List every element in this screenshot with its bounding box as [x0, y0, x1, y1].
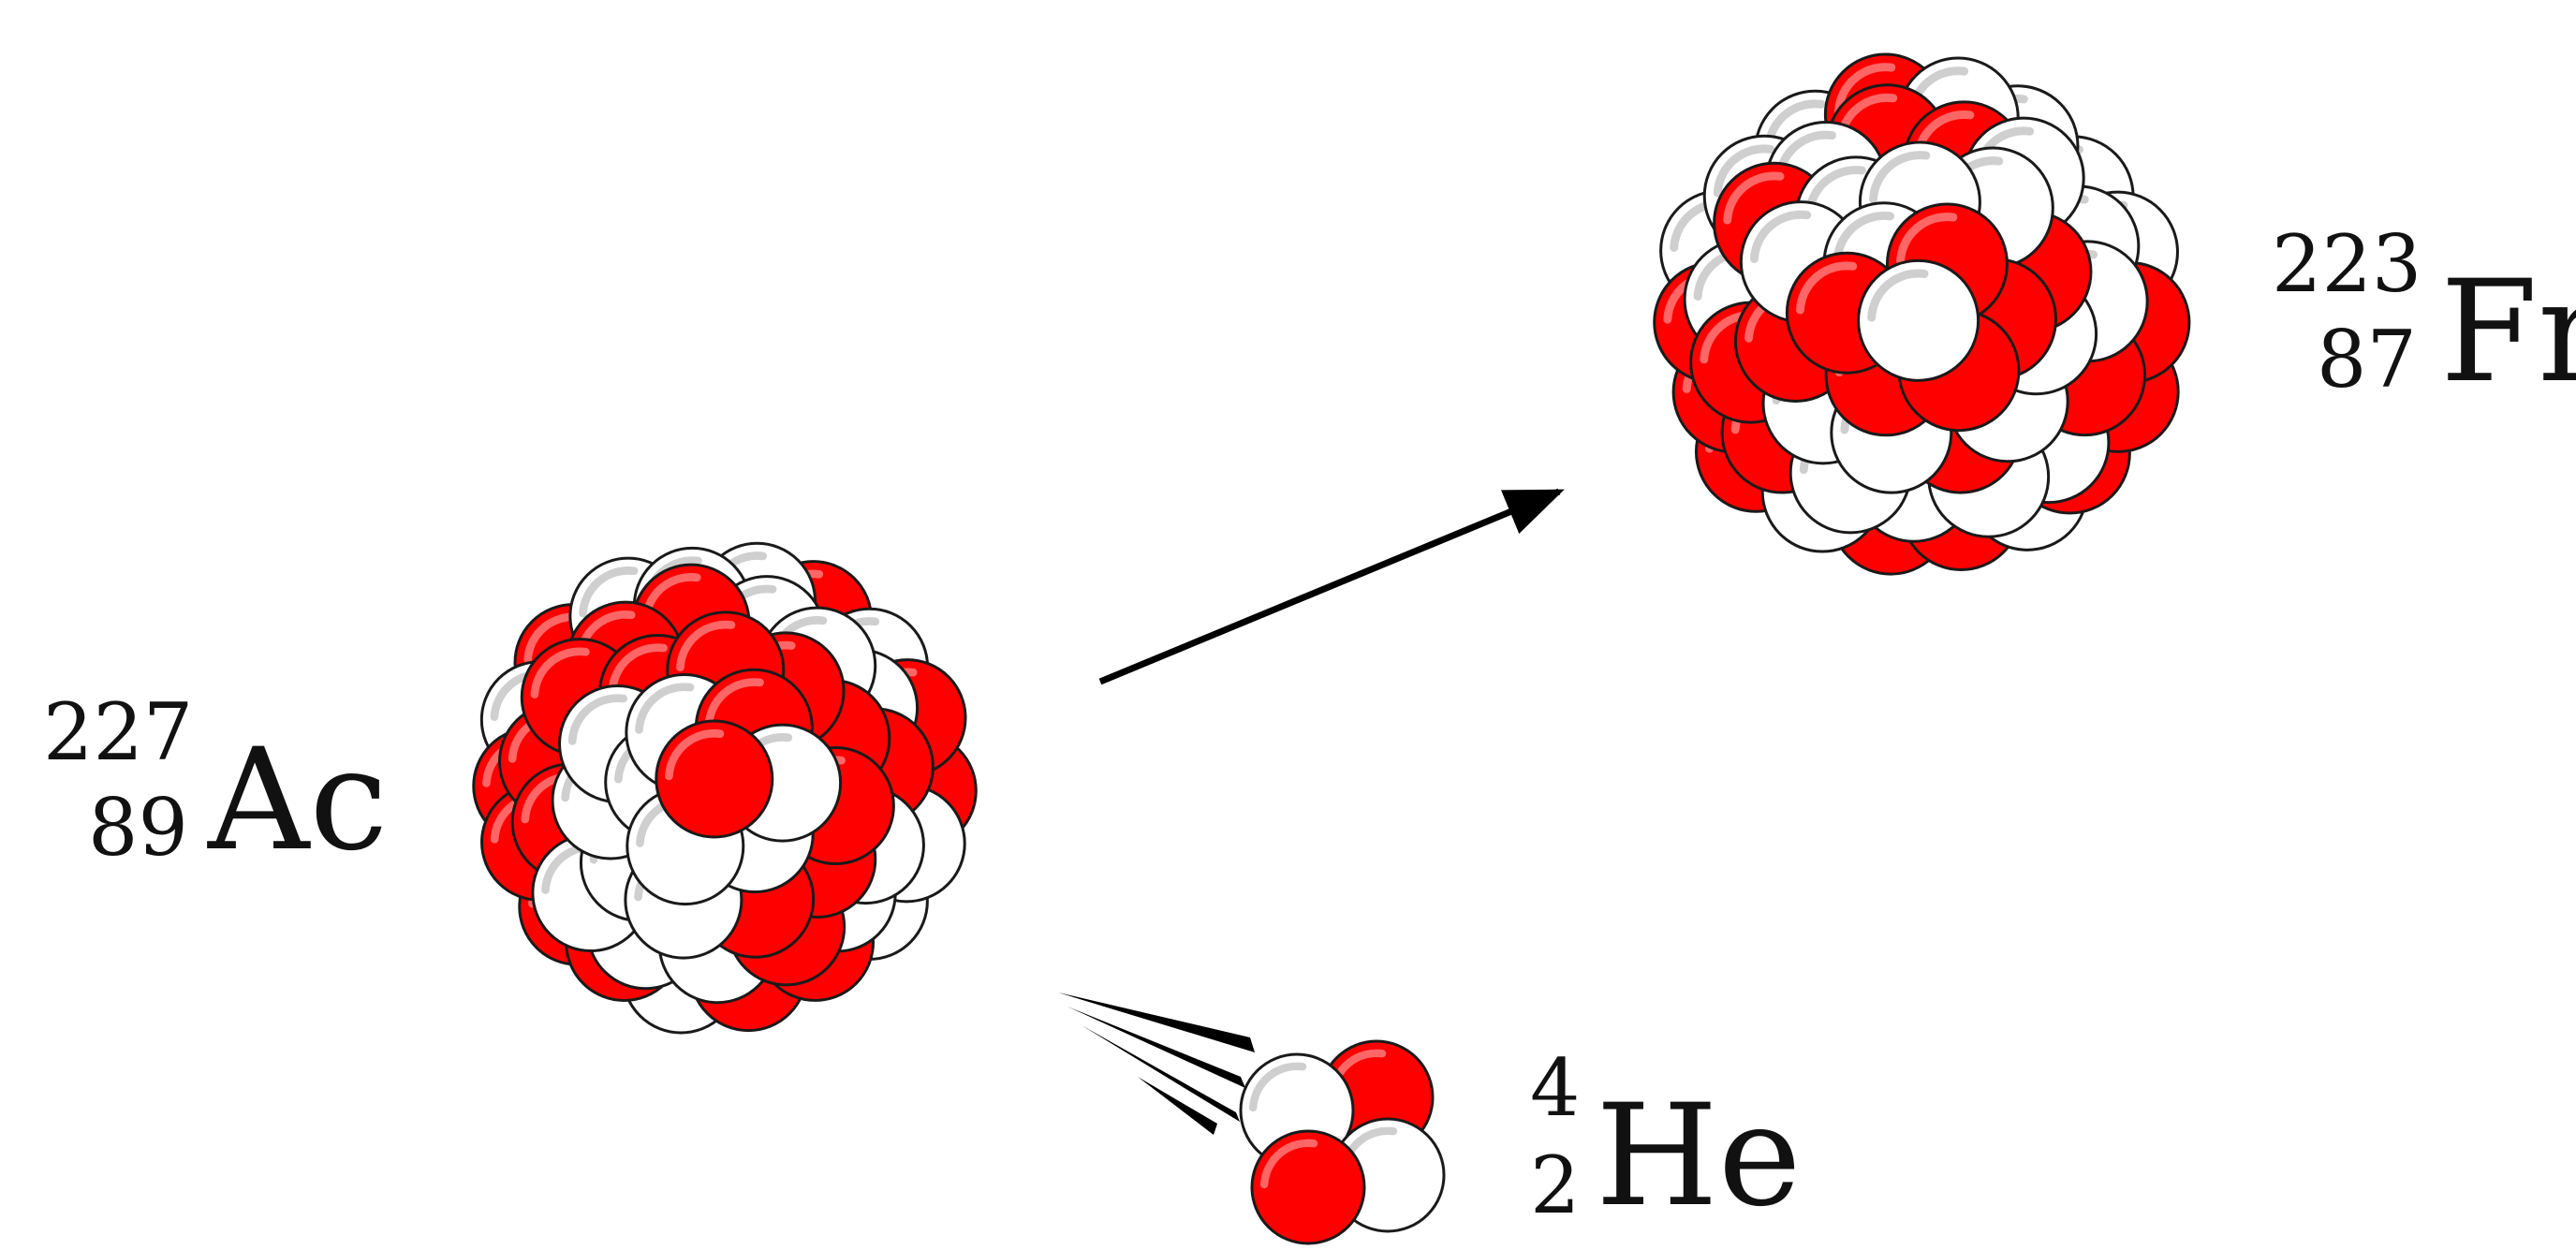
- nucleon-highlight: [1867, 269, 1929, 322]
- neutron: [1857, 258, 1980, 382]
- francium-nucleus: [1653, 52, 2191, 576]
- daughter-element-symbol: Fr: [2440, 251, 2576, 414]
- parent-mass-number: 227: [43, 686, 194, 778]
- alpha-element-symbol: He: [1596, 1075, 1802, 1238]
- parent-element-symbol: Ac: [208, 719, 389, 882]
- actinium-nucleus: [472, 541, 978, 1035]
- nucleon-highlight: [530, 647, 590, 699]
- nucleon-highlight: [676, 620, 736, 672]
- motion-line: [1138, 1077, 1217, 1135]
- nucleon-highlight: [1869, 151, 1931, 204]
- proton: [1250, 1129, 1366, 1245]
- alpha-particle: [1239, 1039, 1446, 1245]
- nucleon-highlight: [579, 566, 639, 618]
- nucleon-highlight: [567, 694, 628, 745]
- nucleon-highlight: [1260, 1139, 1318, 1189]
- alpha-atomic-number: 2: [1530, 1140, 1581, 1231]
- nucleon-highlight: [1834, 63, 1896, 116]
- parent-nuclide-label: 227 89 Ac: [37, 693, 393, 880]
- alpha-nuclide-label: 4 2 He: [1517, 1042, 1802, 1245]
- nucleon-highlight: [1723, 171, 1785, 225]
- decay-arrow: [1098, 488, 1565, 685]
- alpha-mass-number: 4: [1530, 1042, 1581, 1134]
- parent-atomic-number: 89: [88, 782, 188, 874]
- daughter-atomic-number: 87: [2317, 314, 2417, 405]
- nucleon-highlight: [608, 643, 668, 695]
- motion-line: [1058, 993, 1255, 1052]
- nucleon-highlight: [635, 683, 695, 734]
- daughter-nuclide-label: 223 87 Fr: [2266, 225, 2576, 412]
- nucleon-highlight: [704, 678, 764, 729]
- proton: [655, 719, 774, 839]
- nucleon-highlight: [1749, 210, 1812, 263]
- nucleon-highlight: [1896, 213, 1958, 266]
- nucleon-highlight: [1713, 144, 1775, 198]
- motion-line: [1067, 1007, 1245, 1088]
- motion-lines: [1058, 993, 1255, 1135]
- nucleon-highlight: [1795, 261, 1858, 315]
- nucleon-highlight: [1249, 1062, 1307, 1112]
- daughter-mass-number: 223: [2272, 218, 2422, 310]
- nucleon-highlight: [665, 728, 725, 781]
- motion-line: [1082, 1025, 1240, 1122]
- nucleon-highlight: [1833, 211, 1894, 265]
